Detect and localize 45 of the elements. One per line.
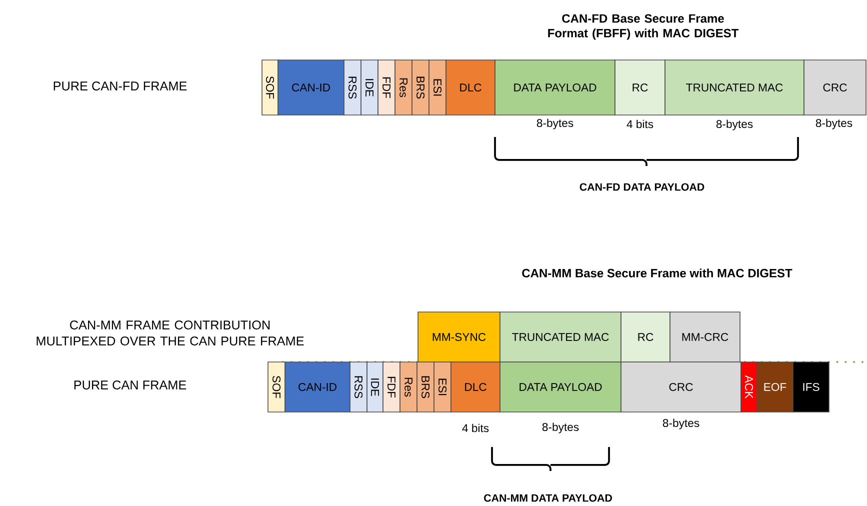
frame-field: TRUNCATED MAC (500, 312, 622, 362)
title: CAN-FD Base Secure Frame Format (FBFF) with MAC DIGEST (548, 14, 739, 40)
frame-field: IDE (360, 60, 378, 116)
frame-field: Res (400, 362, 418, 412)
frame-field: Res (394, 60, 412, 116)
size-label: 4 bits (462, 424, 489, 432)
frame-field: RSS (350, 362, 368, 412)
frame-field: CAN-ID (284, 362, 350, 412)
frame-field: BRS (416, 362, 434, 412)
bracket-label: CAN-MM DATA PAYLOAD (484, 494, 612, 502)
frame-field: TRUNCATED MAC (664, 60, 804, 116)
frame-field: FDF (378, 60, 396, 116)
frame-field: SOF (262, 60, 278, 116)
row-label: CAN-MM FRAME CONTRIBUTION MULTIPEXED OVER THE CAN PURE FRAME (36, 320, 304, 346)
heading: CAN-MM Base Secure Frame with MAC DIGEST (522, 268, 792, 278)
row-label: PURE CAN-FD FRAME (54, 82, 187, 90)
frame-field: MM-CRC (670, 312, 740, 362)
frame-field: RC (614, 60, 666, 116)
size-label: 8-bytes (536, 118, 574, 130)
frame-field: IFS (792, 362, 830, 412)
frame-field: IDE (366, 362, 384, 412)
frame-field: ESI (434, 362, 452, 412)
frame-field: EOF (756, 362, 794, 412)
size-label: 8-bytes (542, 422, 579, 434)
size-label: 8-bytes (816, 118, 852, 130)
frame-field: CRC (804, 60, 866, 116)
frame-field: DLC (450, 362, 500, 412)
frame-field: DLC (446, 60, 496, 116)
frame-field: CAN-ID (278, 60, 344, 116)
bracket-label: CAN-FD DATA PAYLOAD (580, 183, 704, 191)
frame-field: CRC (620, 362, 742, 412)
frame-field: ACK (740, 362, 758, 412)
frame-field: SOF (268, 362, 286, 412)
frame-field: FDF (382, 362, 400, 412)
row-label: PURE CAN FRAME (74, 380, 186, 390)
frame-field: DATA PAYLOAD (500, 362, 622, 412)
frame-field: BRS (412, 60, 430, 116)
frame-field: DATA PAYLOAD (494, 60, 616, 116)
frame-field: RC (620, 312, 670, 362)
size-label: 8-bytes (662, 418, 700, 430)
size-label: 8-bytes (716, 120, 753, 130)
size-label: 4 bits (626, 120, 654, 128)
frame-field: ESI (428, 60, 446, 116)
frame-field: RSS (344, 60, 362, 116)
frame-field: MM-SYNC (418, 312, 500, 362)
